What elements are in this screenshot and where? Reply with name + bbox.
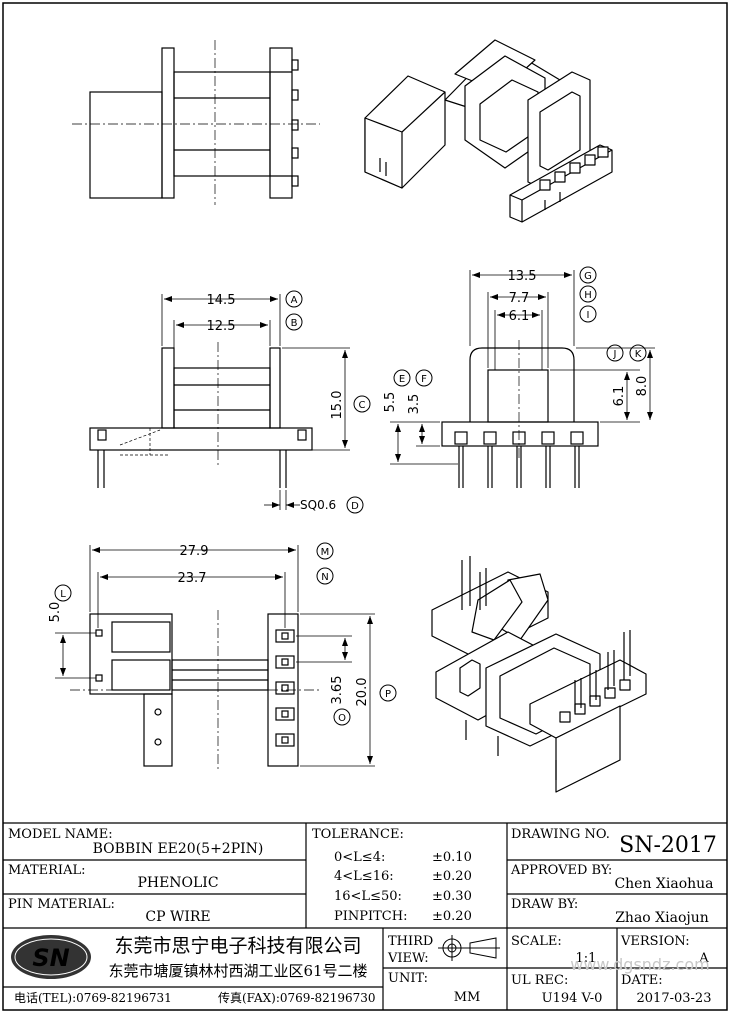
callout-k: K (635, 349, 642, 360)
tolerance-value-3: ±0.30 (432, 889, 472, 904)
end-view-dimensions (390, 270, 655, 465)
tolerance-value-1: ±0.10 (432, 850, 472, 865)
dim-o-value: 3.65 (330, 676, 345, 705)
callout-p: P (385, 689, 391, 700)
dim-c-value: 15.0 (330, 391, 345, 420)
third-angle-projection-icon (438, 935, 500, 961)
callout-f: F (421, 374, 427, 385)
isometric-view-bottom (431, 556, 647, 793)
company-name: 东莞市思宁电子科技有限公司 (114, 935, 361, 957)
tolerance-range-3: 16<L≤50: (334, 889, 402, 904)
callout-j: J (613, 349, 617, 360)
front-view-top (72, 40, 320, 205)
tolerance-value-4: ±0.20 (432, 909, 472, 924)
dim-h-value: 7.7 (509, 291, 530, 306)
ul-rec-label: UL REC: (511, 973, 568, 988)
callout-c: C (359, 400, 366, 411)
side-view-middle (89, 342, 313, 488)
model-name-label: MODEL NAME: (8, 827, 113, 842)
company-fax: 传真(FAX):0769-82196730 (218, 990, 376, 1005)
logo-text: SN (32, 944, 69, 972)
callout-letters: A B C D E F G H I J K L M N O P (60, 271, 642, 724)
scale-label: SCALE: (511, 934, 562, 949)
tolerance-range-1: 0<L≤4: (334, 850, 385, 865)
approved-by: Chen Xiaohua (614, 876, 713, 892)
version-value: A (698, 951, 709, 966)
callout-m: M (321, 547, 330, 558)
material-value: PHENOLIC (137, 875, 218, 891)
date-value: 2017-03-23 (637, 991, 712, 1006)
dim-l-value: 5.0 (48, 602, 63, 623)
third-view-label-2: VIEW: (387, 951, 429, 966)
pin-material-label: PIN MATERIAL: (8, 897, 115, 912)
ul-rec-value: U194 V-0 (542, 991, 603, 1006)
callout-g: G (584, 271, 592, 282)
side-view-dimensions (161, 294, 350, 510)
callout-circles (54, 266, 647, 726)
callout-i: I (587, 310, 590, 321)
dim-e-value: 5.5 (383, 392, 398, 413)
pin-material-value: CP WIRE (145, 909, 210, 925)
material-label: MATERIAL: (8, 863, 85, 878)
drawing-no: SN-2017 (619, 833, 717, 858)
callout-l: L (60, 589, 66, 600)
approved-by-label: APPROVED BY: (510, 863, 612, 878)
date-label: DATE: (621, 973, 663, 988)
draw-by-label: DRAW BY: (511, 897, 578, 912)
tolerance-range-4: PINPITCH: (334, 909, 407, 924)
end-view-middle (441, 340, 599, 488)
isometric-view-top (364, 39, 613, 223)
drawing-no-label: DRAWING NO. (511, 827, 610, 842)
tolerance-value-2: ±0.20 (432, 869, 472, 884)
callout-d: D (351, 501, 359, 512)
unit-value: MM (454, 990, 481, 1005)
model-name: BOBBIN EE20(5+2PIN) (93, 841, 264, 857)
dim-a-value: 14.5 (207, 293, 236, 308)
company-tel: 电话(TEL):0769-82196731 (14, 991, 172, 1005)
title-block-grid (3, 822, 727, 1010)
callout-n: N (321, 572, 328, 583)
bottom-view (70, 610, 320, 770)
bottom-view-dimensions (55, 545, 375, 767)
callout-h: H (584, 290, 592, 301)
dim-f-value: 3.5 (407, 394, 422, 415)
callout-a: A (291, 295, 298, 306)
callout-b: B (291, 318, 298, 329)
dim-p-value: 20.0 (355, 678, 370, 707)
callout-o: O (338, 713, 346, 724)
third-view-label: THIRD (388, 934, 433, 949)
dim-d-value: SQ0.6 (300, 498, 336, 512)
dim-k-value: 8.0 (635, 376, 650, 397)
tolerance-label: TOLERANCE: (312, 827, 404, 842)
dim-b-value: 12.5 (207, 319, 236, 334)
dim-g-value: 13.5 (508, 269, 537, 284)
unit-label: UNIT: (388, 971, 428, 986)
version-label: VERSION: (620, 934, 690, 949)
draw-by: Zhao Xiaojun (615, 910, 709, 926)
callout-e: E (399, 374, 405, 385)
scale-value: 1:1 (576, 951, 597, 966)
dim-m-value: 27.9 (180, 544, 209, 559)
dim-n-value: 23.7 (178, 571, 207, 586)
watermark: www.dgsndz.com (570, 955, 709, 974)
dim-j-value: 6.1 (612, 386, 627, 407)
company-address: 东莞市塘厦镇林村西湖工业区61号二楼 (108, 962, 367, 980)
tolerance-range-2: 4<L≤16: (334, 869, 394, 884)
dim-i-value: 6.1 (509, 309, 530, 324)
company-logo: SN (11, 935, 91, 979)
